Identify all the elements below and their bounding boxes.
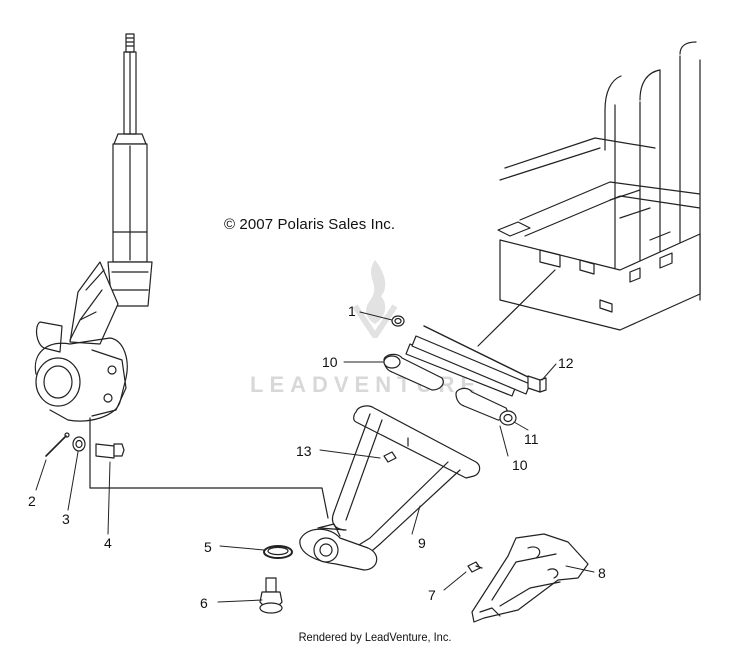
bolt-4 — [95, 443, 125, 459]
a-arm-9 — [299, 405, 481, 571]
knuckle-to-arm-leader — [89, 417, 329, 519]
bushing-10-upper — [383, 353, 444, 391]
nut-1 — [391, 315, 405, 327]
vehicle-frame — [497, 41, 701, 331]
callout-10-lower: 10 — [512, 457, 528, 473]
strut-assembly — [69, 33, 153, 345]
pivot-tube-11 — [405, 335, 531, 397]
callout-8: 8 — [598, 565, 606, 581]
callout-1: 1 — [348, 303, 356, 319]
frame-mount-leader — [477, 269, 556, 347]
callout-5: 5 — [204, 539, 212, 555]
cotter-pin — [45, 432, 70, 457]
screw-7 — [467, 561, 483, 573]
pivot-bolt-12 — [423, 325, 547, 393]
callout-11: 11 — [524, 431, 539, 447]
callout-12: 12 — [558, 355, 574, 371]
callout-3: 3 — [62, 511, 70, 527]
callout-6: 6 — [200, 595, 208, 611]
flame-logo-icon — [352, 260, 398, 338]
grease-fitting-13 — [383, 437, 409, 463]
callout-10-upper: 10 — [322, 354, 338, 370]
callout-numbers: 1 2 3 4 5 6 7 8 9 10 10 11 12 13 — [28, 303, 606, 611]
callout-2: 2 — [28, 493, 36, 509]
guard-plate-8 — [471, 533, 589, 623]
callout-13: 13 — [296, 443, 312, 459]
retaining-ring-5 — [263, 545, 293, 559]
copyright-text: © 2007 Polaris Sales Inc. — [224, 216, 396, 233]
bushing-10-lower — [455, 387, 517, 426]
castle-nut — [72, 436, 86, 452]
callout-9: 9 — [418, 535, 426, 551]
callout-7: 7 — [428, 587, 436, 603]
ball-joint-6 — [259, 577, 283, 614]
steering-knuckle — [34, 311, 128, 422]
footer-credit: Rendered by LeadVenture, Inc. — [298, 630, 452, 644]
callout-4: 4 — [104, 535, 112, 551]
callout-leaders — [35, 311, 595, 603]
